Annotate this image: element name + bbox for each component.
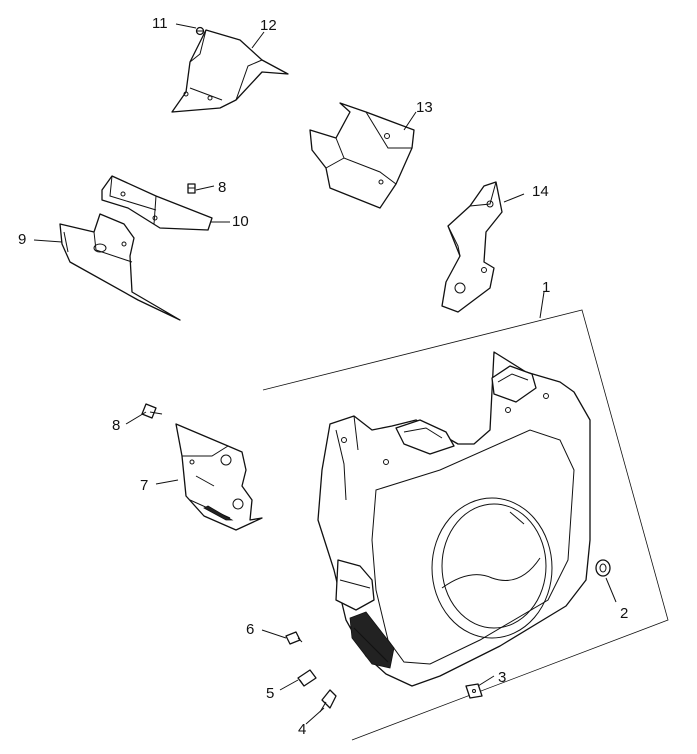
part-4-bolt [319, 689, 337, 713]
callout-8-upper: 8 [218, 179, 226, 196]
callout-6: 6 [246, 621, 254, 638]
callout-labels: 11 12 13 14 8 10 9 1 8 7 2 3 4 5 6 [18, 15, 628, 738]
callout-3: 3 [498, 669, 506, 686]
part-2-grommet [595, 559, 611, 577]
callout-5: 5 [266, 685, 274, 702]
leader-lines [33, 23, 617, 725]
part-1-blower-housing [262, 309, 669, 741]
part-6-screw [285, 631, 303, 645]
callout-7: 7 [140, 477, 148, 494]
part-13-deflector [309, 102, 415, 209]
housing-boundary-frame [262, 309, 669, 741]
part-11-screw [195, 26, 205, 36]
callout-10: 10 [232, 213, 249, 230]
part-12-shroud-bracket [171, 29, 289, 113]
callout-11: 11 [152, 15, 168, 32]
callout-2: 2 [620, 605, 628, 622]
callout-14: 14 [532, 183, 549, 200]
callout-12: 12 [260, 17, 277, 34]
part-14-side-bracket [441, 181, 503, 313]
part-8-screw-lower [141, 403, 163, 419]
part-9-lower-baffle [59, 213, 181, 321]
part-5-stud [297, 669, 317, 687]
callout-9: 9 [18, 231, 26, 248]
callout-8-lower: 8 [112, 417, 120, 434]
callout-13: 13 [416, 99, 433, 116]
callout-4: 4 [298, 721, 306, 738]
callout-1: 1 [542, 279, 550, 296]
part-8-screw-upper [187, 183, 196, 194]
part-10-baffle [101, 175, 213, 231]
part-3-clip-nut [465, 683, 483, 699]
part-7-left-bracket [175, 423, 263, 531]
